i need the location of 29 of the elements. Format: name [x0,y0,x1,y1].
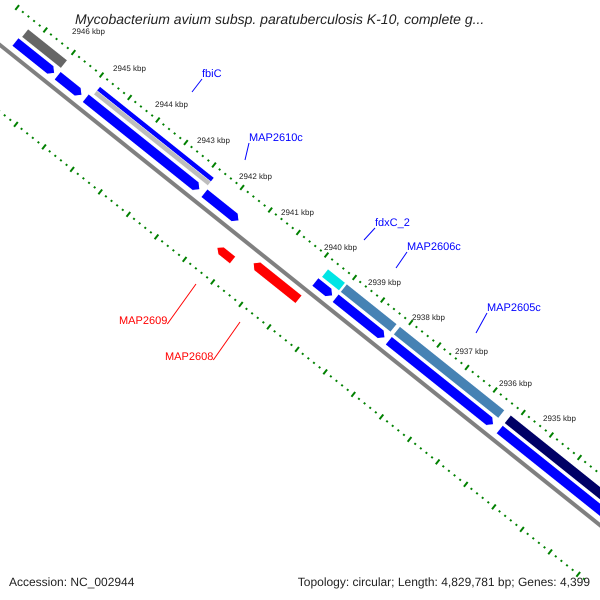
tick-label: 2945 kbp [113,64,146,74]
gene-label: MAP2606c [407,240,461,254]
footer-text: Accession: NC_002944 [9,574,134,591]
tick-label: 2946 kbp [72,27,105,37]
leader-line [364,228,376,240]
gene-label: MAP2605c [487,301,541,315]
tick-label: 2943 kbp [197,136,230,146]
leader-line [212,322,240,360]
tick-label: 2944 kbp [155,100,188,110]
leader-line [192,78,202,92]
tick-label: 2940 kbp [324,243,357,253]
tick-label: 2941 kbp [281,208,314,218]
leader-line [396,252,408,268]
gene-label: fdxC_2 [375,216,410,230]
tick-label: 2935 kbp [543,414,576,424]
tick-label: 2939 kbp [368,278,401,288]
leader-line [166,284,196,324]
leader-line [476,312,488,334]
tick-label: 2937 kbp [455,347,488,357]
footer-text: Topology: circular; Length: 4,829,781 bp; Genes: 4,399 [298,574,590,591]
gene-label: MAP2609 [119,314,168,328]
tick-label: 2936 kbp [499,379,532,389]
tick-label: 2942 kbp [239,172,272,182]
gene-label: fbiC [202,67,222,81]
gene-label: MAP2608 [165,350,214,364]
map-title: Mycobacterium avium subsp. paratuberculosis K-10, complete g... [75,10,484,28]
leader-line [244,142,250,160]
gene-label: MAP2610c [249,131,303,145]
tick-label: 2938 kbp [412,313,445,323]
